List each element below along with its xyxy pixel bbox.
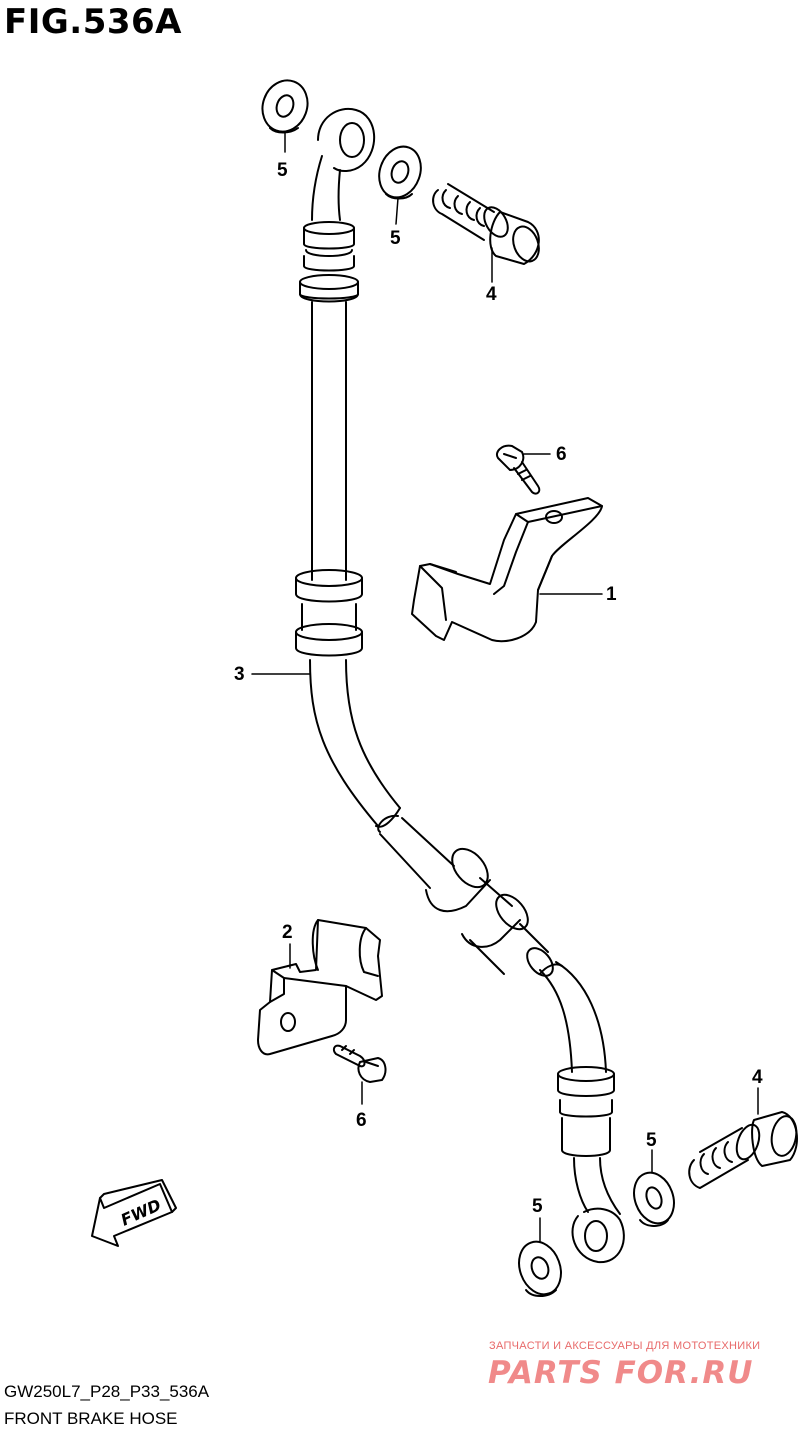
washer-upper-left	[261, 79, 309, 134]
diagram-caption: FRONT BRAKE HOSE	[4, 1409, 178, 1428]
watermark-logo: PARTS FOR.RU	[488, 1355, 754, 1391]
callout-washer-lower-left: 5	[532, 1196, 543, 1217]
bracket-upper	[411, 497, 603, 643]
callout-union-bolt-lower: 4	[752, 1067, 763, 1088]
figure-title: FIG.536A	[4, 2, 182, 42]
bracket-lower	[257, 919, 383, 1056]
callout-washer-upper-left: 5	[277, 160, 288, 181]
callout-bolt-upper: 6	[556, 444, 567, 465]
callout-bracket-lower: 2	[282, 922, 293, 943]
callout-washer-upper-right: 5	[390, 228, 401, 249]
front-brake-hose	[295, 107, 625, 1264]
bolt-lower	[332, 1044, 387, 1083]
callout-bracket-upper: 1	[606, 584, 617, 605]
leader-lines	[251, 131, 759, 1243]
fwd-arrow-icon: FWD	[91, 1179, 177, 1247]
washer-lower-left	[518, 1240, 562, 1297]
union-bolt-lower	[688, 1111, 798, 1189]
washer-upper-right	[378, 145, 422, 200]
diagram-code: GW250L7_P28_P33_536A	[4, 1382, 210, 1401]
union-bolt-upper	[432, 183, 540, 265]
washer-lower-right	[633, 1171, 675, 1227]
callout-bolt-lower: 6	[356, 1110, 367, 1131]
callout-union-bolt-upper: 4	[486, 284, 497, 305]
callout-brake-hose: 3	[234, 664, 245, 685]
watermark-subtitle: ЗАПЧАСТИ И АКСЕССУАРЫ ДЛЯ МОТОТЕХНИКИ	[489, 1340, 761, 1352]
bolt-upper	[496, 444, 541, 495]
callout-washer-lower-right: 5	[646, 1130, 657, 1151]
